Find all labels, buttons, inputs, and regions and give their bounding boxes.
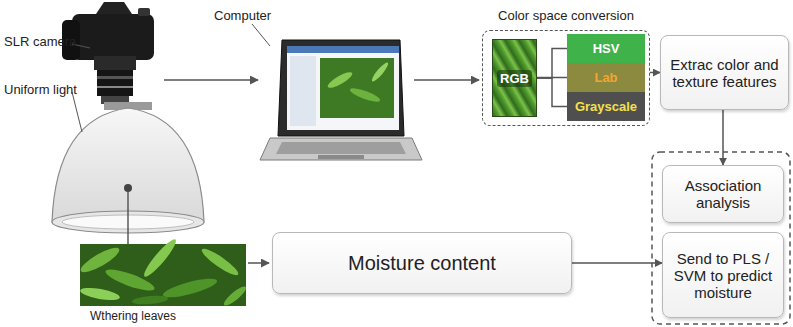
group-heading: Color space conversion: [483, 8, 649, 23]
leader-line: [252, 24, 270, 46]
lab-image: Lab: [567, 63, 645, 92]
part-label: SLR camera: [4, 34, 76, 49]
flow-arrow: [414, 79, 479, 81]
grayscale-image: Grayscale: [567, 92, 645, 121]
flow-arrow: [248, 262, 269, 264]
part-label: Computer: [214, 8, 271, 23]
laptop-computer: [260, 40, 422, 160]
node-text: Lab: [594, 70, 617, 85]
part-label: Wthering leaves: [90, 309, 176, 323]
uniform-light-dome: [52, 102, 204, 244]
node-text: Send to PLS / SVM to predict moisture: [671, 250, 775, 301]
node-text: RGB: [497, 70, 532, 87]
node-text: Moisture content: [348, 252, 496, 275]
dashed-group-box: Color space conversionRGBHSVLabGrayscale: [482, 30, 650, 126]
process-box: Moisture content: [272, 232, 572, 294]
part-label: Uniform light: [4, 82, 77, 97]
connector: [537, 49, 567, 79]
hsv-image: HSV: [567, 34, 645, 63]
connector: [722, 110, 724, 165]
connector: [537, 78, 567, 107]
node-text: Grayscale: [575, 99, 637, 114]
process-box: Extrac color and texture features: [660, 35, 789, 110]
node-text: Extrac color and texture features: [669, 56, 780, 90]
flow-arrow: [164, 79, 258, 81]
process-box: Association analysis: [662, 165, 784, 223]
withering-leaves-photo: [78, 236, 248, 308]
dashed-group: [652, 152, 790, 324]
rgb-image: RGB: [492, 39, 537, 117]
node-text: Association analysis: [671, 177, 775, 211]
connector: [572, 262, 662, 264]
leader-line: [72, 92, 82, 132]
process-box: Send to PLS / SVM to predict moisture: [662, 232, 784, 318]
connector: [650, 72, 660, 74]
node-text: HSV: [593, 41, 620, 56]
